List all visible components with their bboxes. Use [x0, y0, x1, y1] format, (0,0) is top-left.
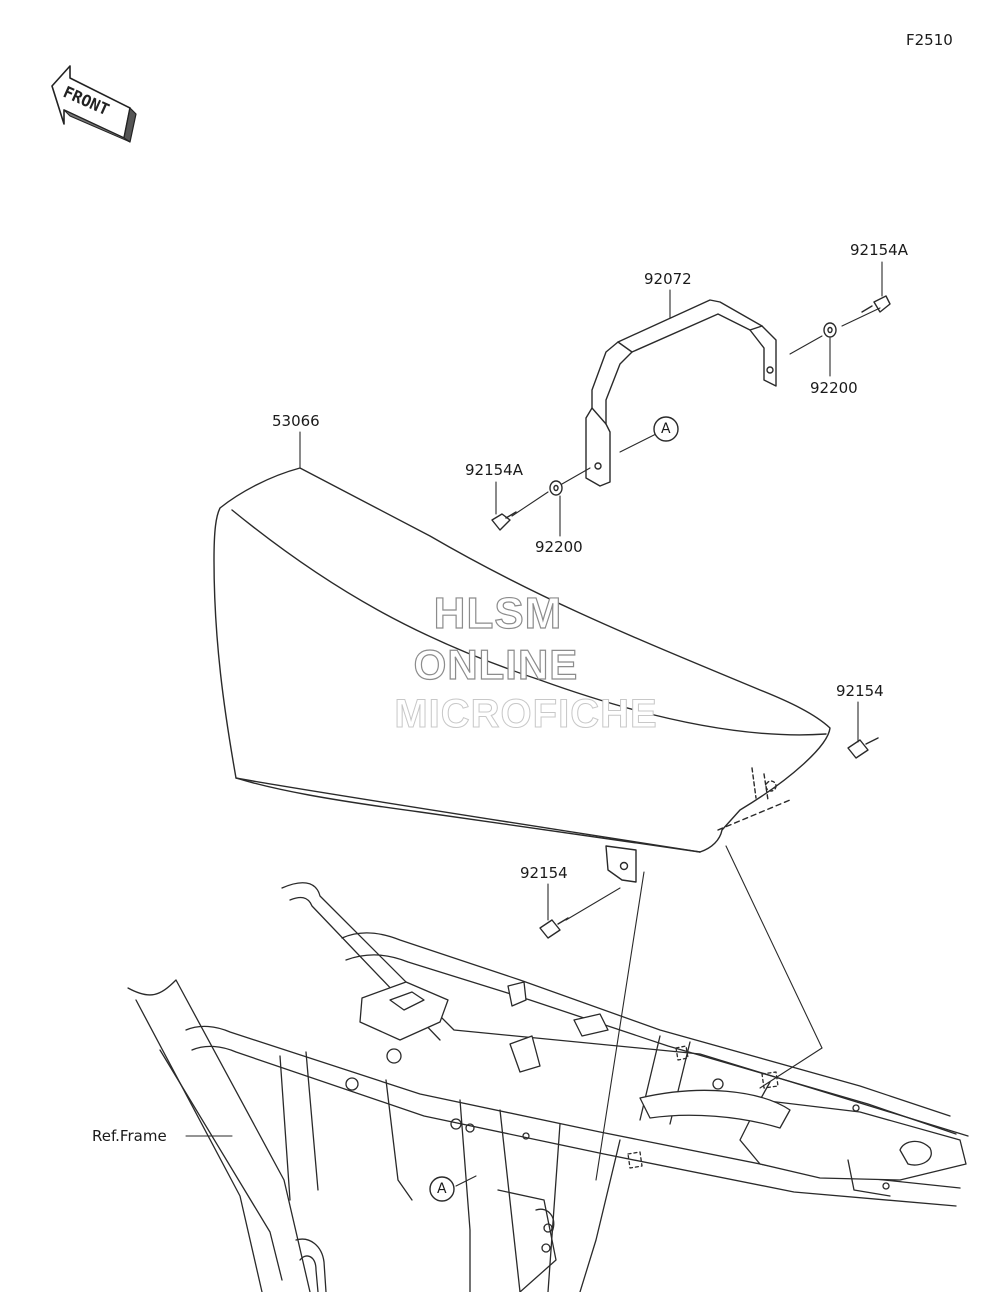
part-label-bolt-seat-rear[interactable]: 92154 [836, 682, 884, 700]
part-label-bolt-left[interactable]: 92154A [465, 461, 523, 479]
frame-reference-label: Ref.Frame [92, 1127, 167, 1145]
watermark-line-2: ONLINE [413, 641, 579, 688]
ref-mark-top: A [661, 421, 671, 437]
ref-circle-bottom [429, 1176, 455, 1202]
bolt-seat-rear-icon [847, 737, 879, 759]
ref-circle-top [653, 416, 679, 442]
watermark-line-3: MICROFICHE [394, 692, 658, 736]
part-label-grab-bar[interactable]: 92072 [644, 270, 692, 288]
part-label-washer-left[interactable]: 92200 [535, 538, 583, 556]
grab-bar-part [585, 299, 777, 487]
part-label-washer-upper-right[interactable]: 92200 [810, 379, 858, 397]
part-label-bolt-upper-right[interactable]: 92154A [850, 241, 908, 259]
bolt-seat-lower-icon [539, 917, 569, 939]
washer-upper-right-icon [823, 322, 837, 338]
bolt-left-icon [491, 511, 517, 531]
assembly-lines [455, 307, 881, 1187]
seat-part [213, 467, 831, 883]
washer-left-icon [549, 480, 563, 496]
callout-leaders [185, 261, 883, 1137]
watermark-line-1: HLSM [433, 589, 563, 638]
part-label-seat[interactable]: 53066 [272, 412, 320, 430]
part-label-bolt-seat-lower[interactable]: 92154 [520, 864, 568, 882]
front-arrow-icon: FRONT [51, 65, 137, 143]
figure-code: F2510 [906, 31, 953, 49]
frame-part [127, 882, 969, 1292]
ref-mark-bottom: A [437, 1181, 447, 1197]
